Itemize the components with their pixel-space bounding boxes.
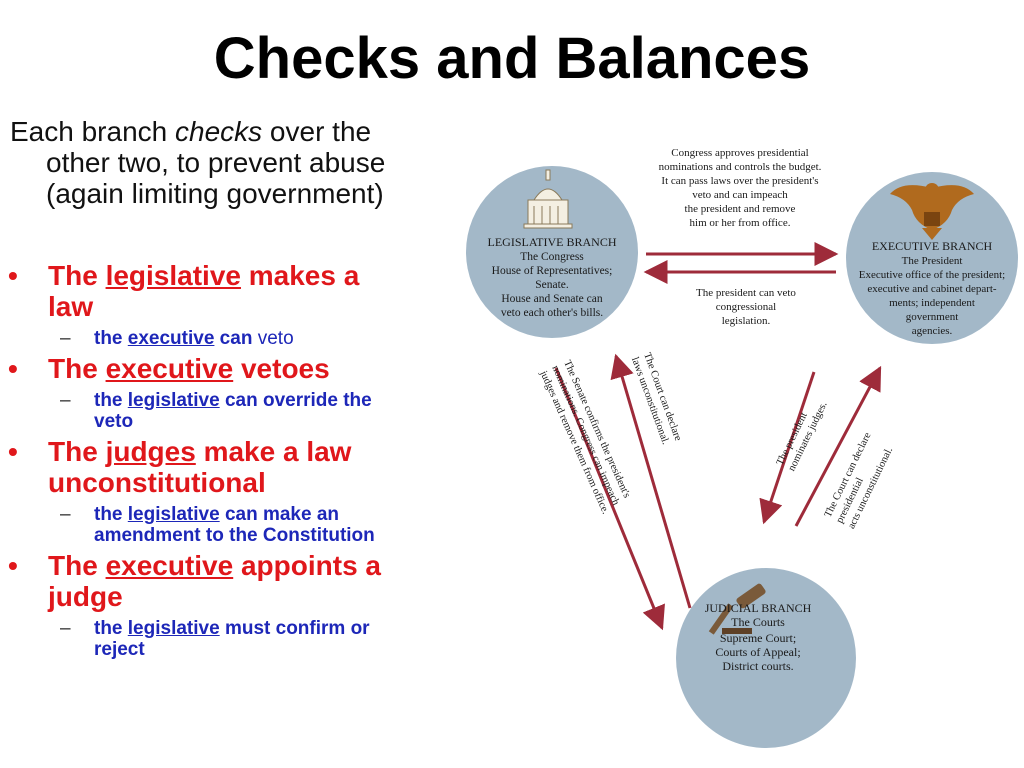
branch-keyword: legislative <box>127 618 220 639</box>
congress-to-president-line: Congress approves presidential <box>671 147 808 159</box>
executive-line: agencies. <box>912 325 953 337</box>
legislative-heading: LEGISLATIVE BRANCH <box>488 235 617 249</box>
judicial-circle <box>676 568 856 748</box>
judicial-heading: JUDICIAL BRANCH <box>705 601 812 615</box>
sub-bullet-continuation: reject <box>94 639 145 660</box>
dash-icon: – <box>60 618 71 639</box>
bullet-dot-icon: • <box>8 353 18 384</box>
arrow-congress-to-court <box>554 367 665 631</box>
congress-to-president-line: nominations and controls the budget. <box>659 161 822 173</box>
legislative-name: The Congress <box>520 251 584 263</box>
capitol-icon <box>523 169 573 229</box>
gavel-icon <box>708 583 766 635</box>
arrow-president-to-court <box>759 371 816 525</box>
executive-heading: EXECUTIVE BRANCH <box>872 239 993 253</box>
executive-line: executive and cabinet depart- <box>867 283 997 295</box>
branch-keyword: legislative <box>127 504 220 525</box>
sub-bullet-item: –the executive can veto <box>60 328 294 349</box>
arrow-court-to-congress <box>610 353 692 609</box>
executive-name: The President <box>902 255 963 267</box>
executive-line: ments; independent <box>889 297 975 309</box>
sub-bullet-continuation: amendment to the Constitution <box>94 525 375 546</box>
bullet-dot-icon: • <box>8 260 18 291</box>
branch-keyword: legislative <box>127 390 220 411</box>
judicial-line: District courts. <box>722 659 793 673</box>
bullet-continuation: unconstitutional <box>48 467 266 498</box>
sub-bullet-continuation: veto <box>94 411 134 432</box>
executive-line: government <box>906 311 959 323</box>
congress-to-president-line: veto and can impeach <box>692 189 788 201</box>
legislative-line: veto each other's bills. <box>501 307 603 319</box>
bullet-continuation: law <box>48 291 94 322</box>
branch-keyword: judges <box>105 436 196 467</box>
intro-line-3: (again limiting government) <box>46 178 384 209</box>
president-to-congress-line: congressional <box>716 301 776 313</box>
branch-keyword: executive <box>105 550 234 581</box>
dash-icon: – <box>60 328 71 349</box>
slide-title: Checks and Balances <box>213 26 811 91</box>
branch-keyword: legislative <box>105 260 241 291</box>
legislative-circle <box>466 166 638 338</box>
judicial-line: Courts of Appeal; <box>715 645 800 659</box>
intro-emphasis: checks <box>175 116 263 147</box>
arrow-court-to-president <box>794 365 882 527</box>
branch-keyword: executive <box>105 353 234 384</box>
legislative-line: House of Representatives; <box>492 265 613 277</box>
president-to-congress-line: The president can veto <box>696 287 796 299</box>
bullet-dot-icon: • <box>8 550 18 581</box>
bullet-dot-icon: • <box>8 436 18 467</box>
president-to-congress-line: legislation. <box>722 315 771 327</box>
congress-to-president-line: It can pass laws over the president's <box>661 175 818 187</box>
congress-to-president-line: the president and remove <box>685 203 796 215</box>
bullet-continuation: judge <box>48 581 123 612</box>
congress-to-president-line: him or her from office. <box>690 217 791 229</box>
eagle-icon <box>890 183 974 240</box>
intro-text: Each branch checks over the other two, t… <box>10 116 480 209</box>
branches-diagram: LEGISLATIVE BRANCH The Congress House of… <box>466 147 1018 748</box>
branch-keyword: executive <box>127 328 215 349</box>
intro-line-1: Each branch checks over the <box>10 116 372 147</box>
dash-icon: – <box>60 504 71 525</box>
executive-circle <box>846 172 1018 344</box>
judicial-line: Supreme Court; <box>720 631 796 645</box>
executive-line: Executive office of the president; <box>859 269 1005 281</box>
legislative-line: Senate. <box>535 279 569 291</box>
senate-to-court-line: nominations. Congress can impeach <box>549 364 621 508</box>
dash-icon: – <box>60 390 71 411</box>
bullet-item: •The executive vetoes <box>8 353 330 384</box>
judicial-name: The Courts <box>731 615 785 629</box>
intro-line-2: other two, to prevent abuse <box>46 147 386 178</box>
legislative-line: House and Senate can <box>501 293 602 305</box>
